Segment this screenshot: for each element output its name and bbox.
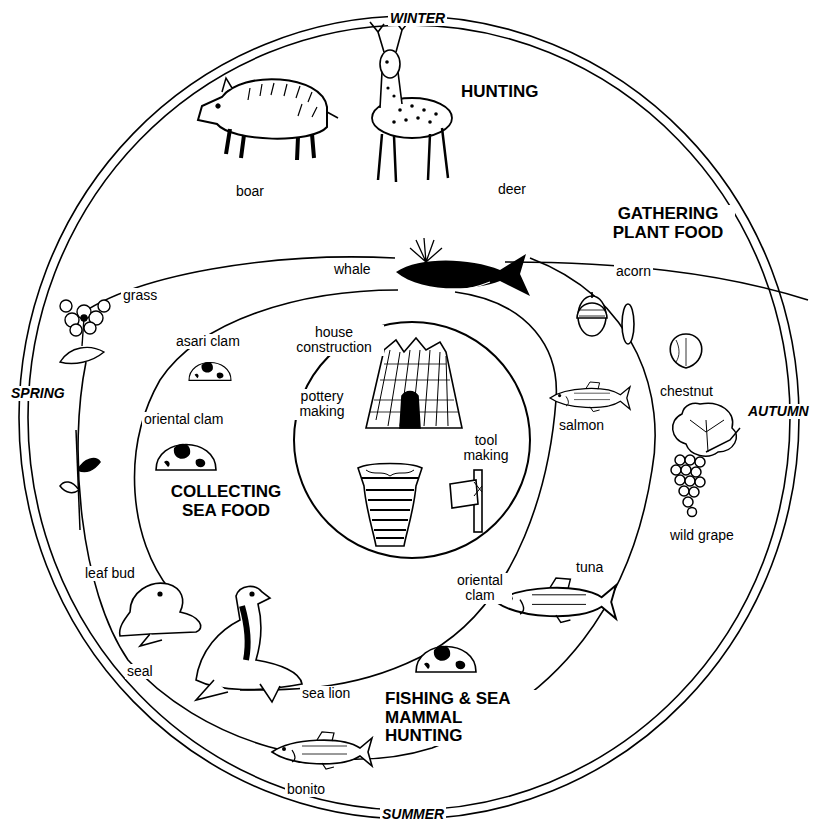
resource-label: seal (125, 664, 155, 679)
resource-label: oriental clam (448, 573, 512, 604)
resource-label: chestnut (658, 384, 715, 399)
resource-label: grass (121, 288, 159, 303)
activity-heading: GATHERING PLANT FOOD (601, 205, 735, 242)
resource-label: wild grape (668, 528, 736, 543)
resource-label: salmon (557, 418, 606, 433)
resource-label: acorn (614, 264, 653, 279)
resource-label: asari clam (174, 334, 242, 349)
resource-label: sea lion (300, 686, 352, 701)
activity-circle: house constructionpottery makingtool mak… (292, 320, 532, 560)
activity-label: pottery making (287, 389, 357, 420)
resource-label: boar (234, 184, 266, 199)
activity-heading: HUNTING (459, 83, 540, 102)
season-label: WINTER (388, 11, 447, 26)
resource-label: tuna (574, 560, 605, 575)
season-label: SPRING (9, 386, 67, 401)
activity-label: tool making (454, 433, 518, 464)
resource-label: leaf bud (83, 566, 137, 581)
season-label: SUMMER (380, 807, 446, 822)
activity-heading: FISHING & SEA MAMMAL HUNTING (383, 690, 537, 746)
season-label: AUTUMN (746, 404, 811, 419)
activity-heading: COLLECTING SEA FOOD (162, 483, 290, 520)
resource-label: oriental clam (142, 412, 225, 427)
activity-label: house construction (284, 325, 384, 356)
resource-label: whale (332, 262, 373, 277)
resource-label: bonito (285, 782, 327, 797)
resource-label: deer (496, 182, 528, 197)
